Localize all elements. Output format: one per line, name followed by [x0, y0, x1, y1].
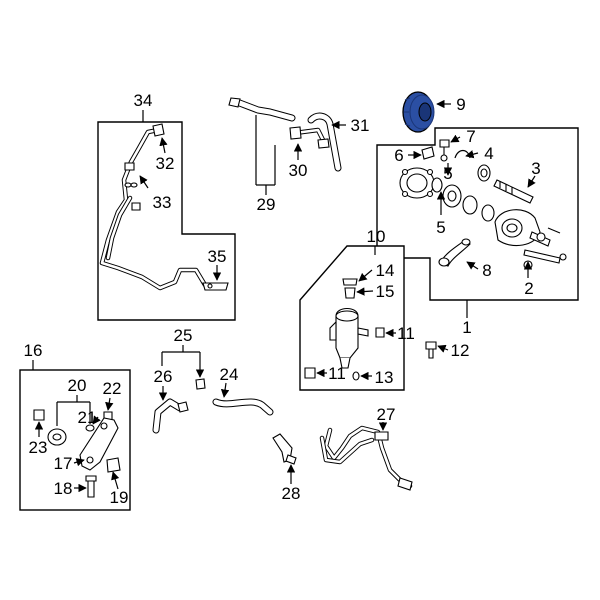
callout-8: 8: [482, 261, 491, 280]
pulley-highlighted[interactable]: [402, 91, 435, 133]
callout-34: 34: [134, 91, 153, 110]
callout-35: 35: [208, 247, 227, 266]
callout-17: 17: [54, 454, 73, 473]
mount-bolt: [425, 341, 437, 359]
callout-15: 15: [376, 282, 395, 301]
callout-10: 10: [367, 227, 386, 246]
return-hose-group: [228, 97, 342, 172]
pump-assembly-frame: [376, 127, 579, 301]
callout-3: 3: [531, 159, 540, 178]
callout-labels: 1 2 3 4 5 5 6 7 8 9 10 11 11 12 13 14 15…: [24, 91, 541, 507]
o-ring-upper: [431, 177, 443, 193]
cooler-bracket-group: [33, 409, 121, 498]
pump-shaft: [493, 179, 534, 204]
callout-25: 25: [174, 326, 193, 345]
callout-2: 2: [524, 279, 533, 298]
pressure-line-frame: [97, 121, 236, 321]
shaft-seal: [477, 164, 491, 182]
pressure-line-group: [99, 123, 229, 291]
hose-24-26-group: [152, 378, 274, 434]
reservoir-group: [304, 278, 385, 381]
callout-24: 24: [220, 365, 239, 384]
callout-28: 28: [282, 484, 301, 503]
callout-27: 27: [377, 405, 396, 424]
callout-12: 12: [451, 341, 470, 360]
callout-19: 19: [110, 488, 129, 507]
callout-6: 6: [394, 146, 403, 165]
callout-26: 26: [154, 367, 173, 386]
callout-11-right: 11: [397, 324, 415, 343]
callout-33: 33: [153, 193, 172, 212]
callout-1: 1: [462, 318, 471, 337]
callout-11-lower: 11: [328, 364, 346, 383]
union-fitting: [421, 146, 435, 160]
o-ring-lower: [481, 204, 495, 222]
callout-13: 13: [375, 368, 394, 387]
callout-20: 20: [68, 376, 87, 395]
callout-18: 18: [54, 479, 73, 498]
callout-32: 32: [156, 154, 175, 173]
callout-23: 23: [29, 438, 48, 457]
callout-21: 21: [78, 408, 97, 427]
cam-ring: [462, 195, 478, 215]
callout-4: 4: [484, 144, 493, 163]
callout-22: 22: [103, 379, 122, 398]
callout-29: 29: [257, 195, 276, 214]
leader-lines: [32, 99, 536, 493]
callout-16: 16: [24, 341, 43, 360]
pressure-fitting: [439, 139, 450, 162]
callout-31: 31: [351, 116, 370, 135]
pump-housing-front: [399, 167, 435, 199]
callout-7: 7: [466, 127, 475, 146]
callout-9: 9: [456, 95, 465, 114]
callout-14: 14: [376, 261, 395, 280]
cooler-pipe-group: [272, 425, 413, 491]
pump-bracket: [438, 238, 471, 267]
callout-5-upper: 5: [443, 164, 452, 183]
pump-assembly: [399, 139, 567, 270]
callout-5-lower: 5: [436, 218, 445, 237]
callout-30: 30: [289, 161, 308, 180]
pump-rotor: [442, 184, 462, 208]
